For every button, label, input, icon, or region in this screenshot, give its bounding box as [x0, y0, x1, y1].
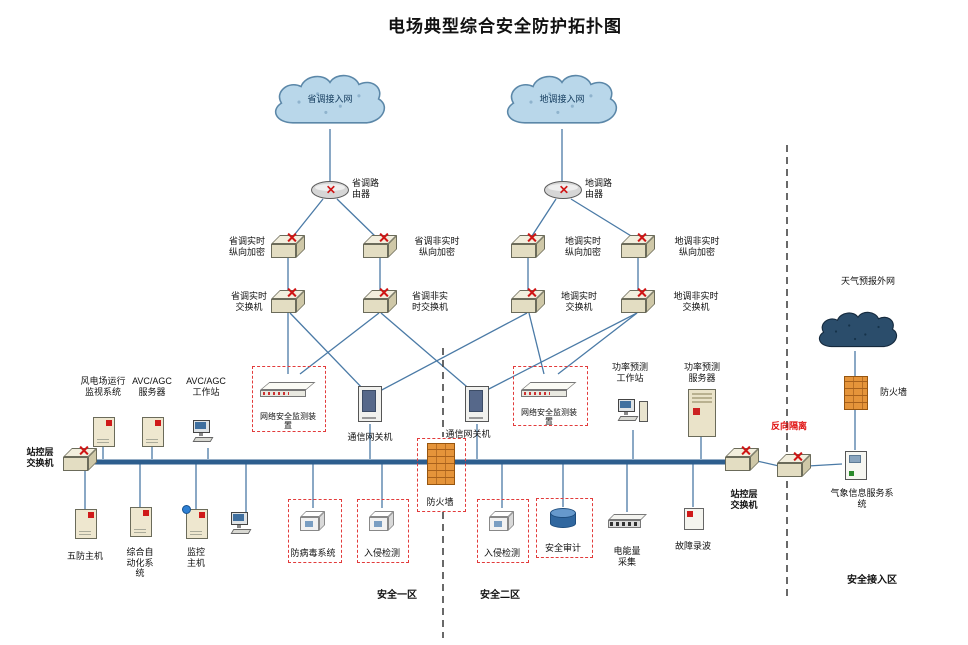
antivirus-label: 防病毒系统	[290, 548, 336, 558]
station-switch-left-label: 站控层 交换机	[26, 447, 54, 468]
wind-farm-label: 风电场运行 监视系统	[80, 376, 126, 397]
power-forecast-workstation-icon	[617, 399, 648, 425]
intrusion-detection-2-icon	[488, 510, 516, 532]
station-switch-right-label: 站控层 交换机	[730, 489, 758, 510]
district-nonrealtime-encryption-icon	[621, 235, 655, 259]
fault-recorder-icon	[684, 508, 704, 530]
comm-gateway-1-icon	[358, 386, 382, 422]
weather-cloud-icon	[814, 309, 902, 351]
antivirus-frame	[288, 499, 342, 563]
connection-line	[570, 198, 637, 240]
power-workstation-label: 功率预测 工作站	[611, 362, 649, 383]
zone3-label: 安全接入区	[847, 575, 897, 586]
ids1-frame	[357, 499, 409, 563]
prov-realtime-switch-icon	[271, 290, 305, 314]
integrated-automation-icon	[130, 507, 152, 537]
main-firewall-label: 防火墙	[426, 497, 454, 507]
provincial-cloud-label: 省调接入网	[307, 94, 353, 104]
prov-rt-encryption-label: 省调实时 纵向加密	[228, 236, 266, 257]
prov-rt-switch-label: 省调实时 交换机	[230, 291, 268, 312]
provincial-access-cloud-icon	[268, 71, 392, 129]
main-firewall-frame	[417, 438, 466, 512]
weather-net-label: 天气预报外网	[840, 276, 896, 286]
ids2-frame	[477, 499, 529, 563]
prov-nonrealtime-switch-icon	[363, 290, 397, 314]
comm-gateway-2-icon	[465, 386, 489, 422]
ids2-label: 入侵检测	[483, 548, 521, 558]
station-switch-right-icon	[725, 448, 759, 472]
audit-frame	[536, 498, 593, 558]
wind-farm-monitor-icon	[93, 417, 115, 447]
weather-info-server-icon	[845, 450, 867, 480]
netsec-monitor-1-frame	[252, 366, 326, 432]
prov-nrt-switch-label: 省调非实 时交换机	[411, 291, 449, 312]
connection-line	[807, 463, 843, 467]
connection-line	[557, 312, 638, 375]
connection-line	[482, 312, 638, 393]
zone2-label: 安全二区	[480, 590, 520, 601]
prov-nonrealtime-encryption-icon	[363, 235, 397, 259]
prov-realtime-encryption-icon	[271, 235, 305, 259]
avc-agc-workstation-icon	[192, 420, 223, 446]
netsec-monitor-1-label: 网络安全监测装 置	[260, 412, 316, 431]
dist-rt-encryption-label: 地调实时 纵向加密	[564, 236, 602, 257]
connection-line	[377, 312, 528, 393]
station-switch-left-icon	[63, 448, 97, 472]
monitoring-host-icon	[182, 505, 208, 539]
provincial-router-label: 省调路 由器	[352, 178, 380, 199]
intrusion-detection-1-icon	[368, 510, 396, 532]
external-firewall-label: 防火墙	[880, 387, 908, 397]
avc-server-label: AVC/AGC 服务器	[132, 376, 172, 397]
dist-rt-switch-label: 地调实时 交换机	[560, 291, 598, 312]
security-audit-icon	[550, 508, 576, 530]
main-firewall-icon	[427, 443, 455, 485]
district-realtime-encryption-icon	[511, 235, 545, 259]
reverse-isolation-label: 反向隔离	[770, 421, 808, 431]
provincial-router-icon	[311, 181, 349, 199]
prov-nrt-encryption-label: 省调非实时 纵向加密	[414, 236, 460, 257]
netsec-monitor-2-frame	[513, 366, 588, 426]
dist-nrt-encryption-label: 地调非实时 纵向加密	[674, 236, 720, 257]
avc-agc-server-icon	[142, 417, 164, 447]
netsec-monitor-1-icon	[260, 382, 316, 398]
connection-line	[756, 460, 780, 467]
connection-line	[528, 312, 545, 375]
comm-gateway-2-label: 通信网关机	[445, 429, 491, 439]
external-firewall-icon	[844, 376, 868, 410]
energy-metering-icon	[607, 513, 647, 529]
netsec-monitor-2-icon	[521, 382, 577, 398]
dist-nrt-switch-label: 地调非实时 交换机	[673, 291, 719, 312]
audit-label: 安全审计	[544, 543, 582, 553]
five-prevention-label: 五防主机	[66, 551, 104, 561]
connection-line	[380, 312, 474, 393]
avc-workstation-label: AVC/AGC 工作站	[186, 376, 226, 397]
five-prevention-host-icon	[75, 509, 97, 539]
power-forecast-server-icon	[688, 389, 716, 437]
district-router-icon	[544, 181, 582, 199]
energy-label: 电能量 采集	[613, 546, 641, 567]
diagram-title: 电场典型综合安全防护拓扑图	[388, 17, 622, 36]
monitoring-host-label: 监控 主机	[186, 547, 206, 568]
fault-label: 故障录波	[674, 541, 712, 551]
weather-server-label: 气象信息服务系 统	[830, 488, 894, 509]
district-realtime-switch-icon	[511, 290, 545, 314]
operator-workstation-icon	[230, 512, 261, 538]
zone1-label: 安全一区	[377, 590, 417, 601]
comm-gateway-1-label: 通信网关机	[347, 432, 393, 442]
antivirus-icon	[299, 510, 327, 532]
district-nonrealtime-switch-icon	[621, 290, 655, 314]
netsec-monitor-2-label: 网络安全监测装 置	[521, 408, 577, 427]
district-router-label: 地调路 由器	[585, 178, 613, 199]
connection-line	[299, 312, 380, 375]
reverse-isolation-icon	[777, 454, 811, 478]
district-cloud-label: 地调接入网	[539, 94, 585, 104]
district-access-cloud-icon	[500, 71, 624, 129]
connection-line	[336, 198, 379, 240]
integrated-automation-label: 综合自 动化系 统	[126, 547, 154, 579]
power-server-label: 功率预测 服务器	[683, 362, 721, 383]
ids1-label: 入侵检测	[363, 548, 401, 558]
